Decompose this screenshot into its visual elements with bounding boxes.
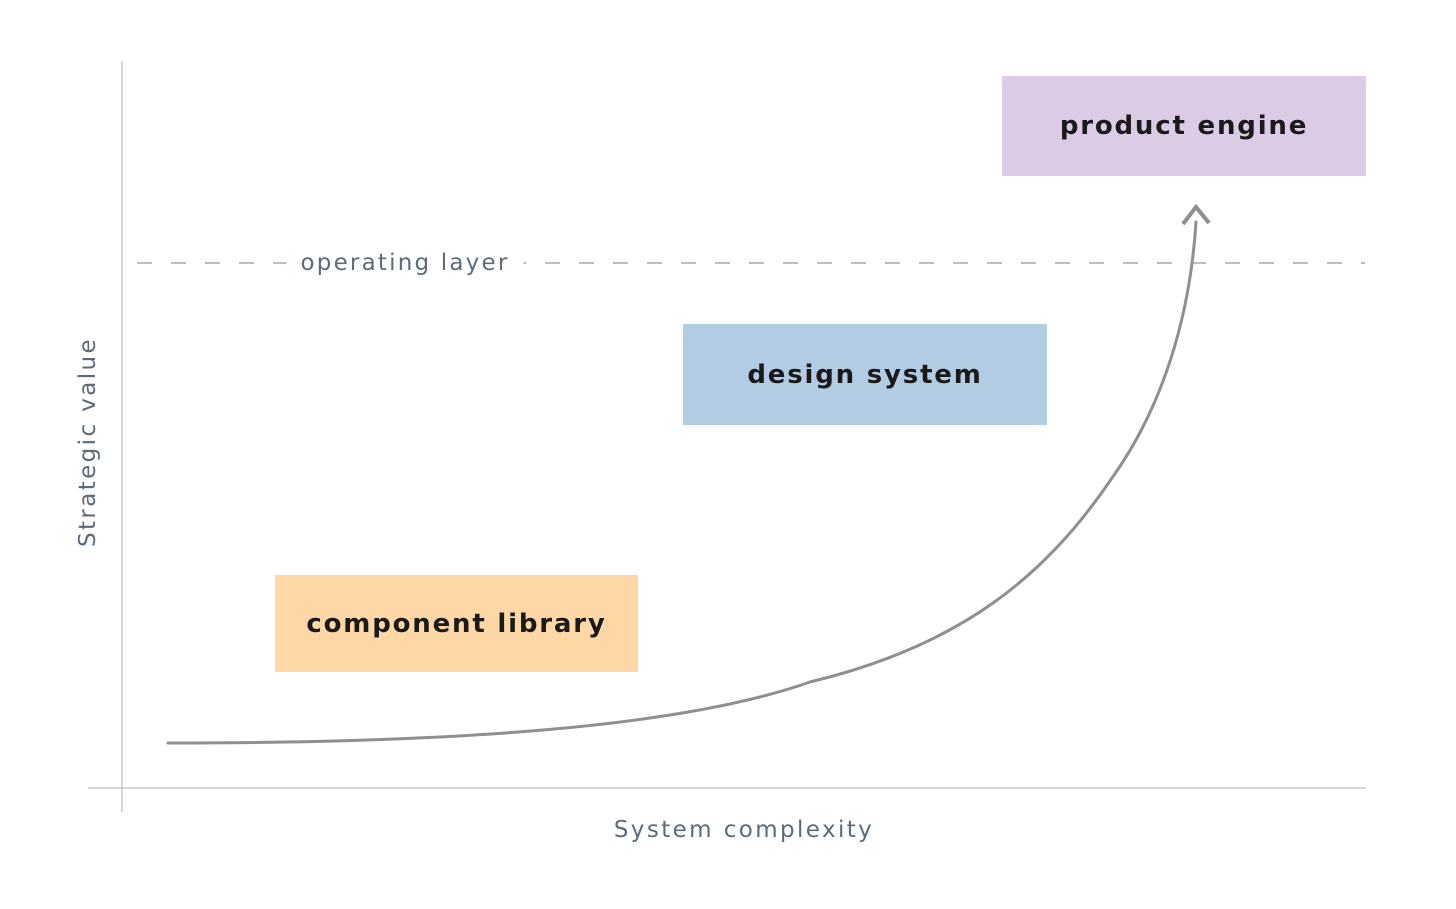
design-system-label: design system (747, 359, 983, 390)
operating-layer-label: operating layer (286, 248, 524, 278)
design-system-box: design system (683, 324, 1047, 425)
arrow-up-icon (1181, 203, 1211, 226)
y-axis-label: Strategic value (75, 336, 101, 548)
x-axis-label: System complexity (613, 817, 875, 843)
product-engine-box: product engine (1002, 76, 1366, 176)
component-library-label: component library (306, 608, 607, 639)
product-engine-label: product engine (1059, 111, 1309, 141)
growth-curve (166, 220, 1198, 745)
component-library-box: component library (275, 575, 638, 672)
